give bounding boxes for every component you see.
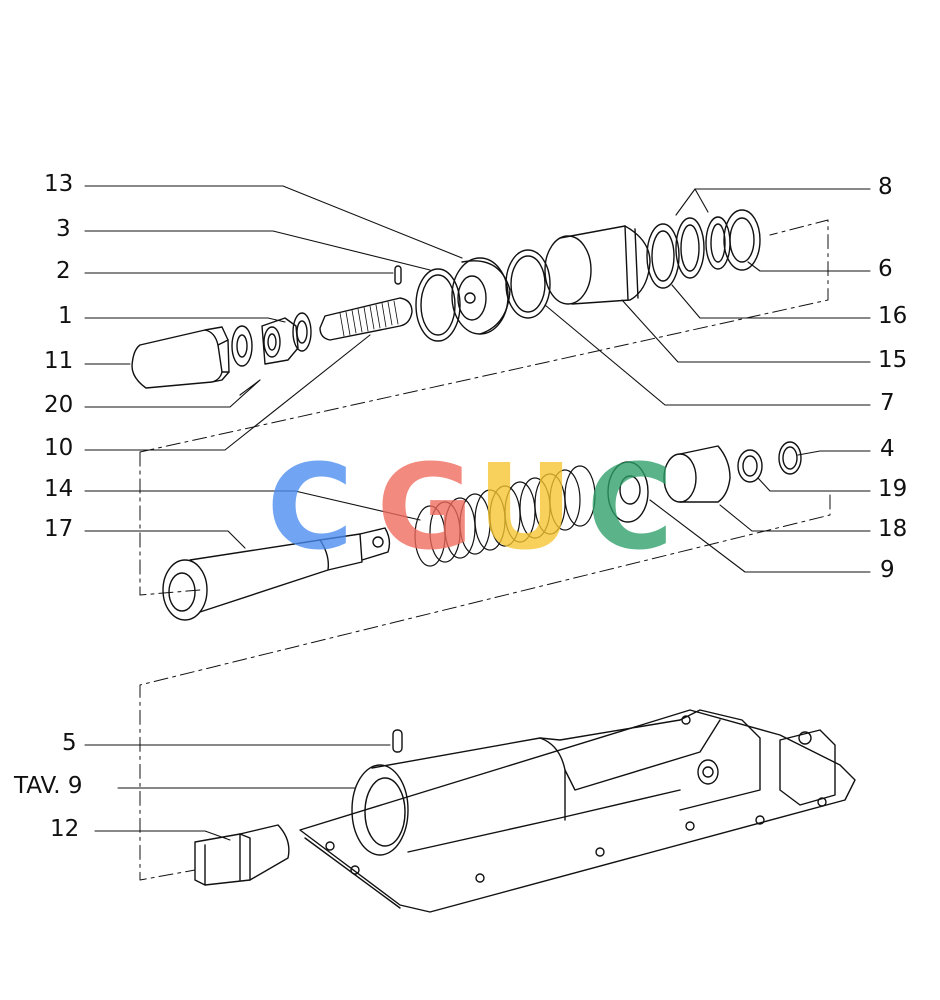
callout-8: 8	[878, 174, 893, 200]
callout-19: 19	[878, 476, 908, 502]
part-9-washer	[607, 461, 649, 523]
part-3-ring	[415, 268, 461, 342]
callout-tav9: TAV. 9	[14, 773, 83, 799]
callout-5: 5	[62, 730, 77, 756]
watermark-letter-g: G	[377, 438, 474, 576]
part-11-cap	[131, 326, 230, 389]
callout-11: 11	[44, 348, 74, 374]
callout-9: 9	[880, 557, 895, 583]
axis-lines	[139, 219, 831, 881]
callout-6: 6	[878, 256, 893, 282]
leader-lines-right	[544, 188, 871, 573]
part-1-nut	[261, 317, 299, 365]
callout-15: 15	[878, 347, 908, 373]
callout-12: 12	[50, 816, 80, 842]
part-14-spring	[414, 465, 596, 567]
callout-4: 4	[880, 436, 895, 462]
callout-14: 14	[44, 476, 74, 502]
part-17-rod	[162, 527, 391, 621]
part-16-seal	[646, 223, 680, 289]
callout-16: 16	[878, 303, 908, 329]
watermark-letter-u: U	[477, 438, 573, 576]
housing-tav9	[299, 709, 856, 913]
callout-7: 7	[880, 390, 895, 416]
part-4-clip	[778, 441, 802, 475]
watermark-letter-c1: C	[267, 438, 354, 576]
leader-lines-left	[84, 185, 463, 841]
callout-2: 2	[56, 258, 71, 284]
part-5-pin	[392, 729, 403, 753]
part-10-stud	[319, 297, 413, 341]
watermark: C G U C	[267, 438, 674, 576]
callout-10: 10	[44, 435, 74, 461]
callout-3: 3	[56, 216, 71, 242]
part-2-pin	[394, 265, 402, 285]
part-8-rings	[675, 216, 731, 279]
callout-1: 1	[58, 303, 73, 329]
callout-17: 17	[44, 516, 74, 542]
part-20-washers	[231, 312, 312, 367]
callout-20: 20	[44, 392, 74, 418]
part-13-cup	[451, 257, 511, 335]
callout-13: 13	[44, 171, 74, 197]
part-15-piston	[544, 225, 651, 305]
part-7-ring	[505, 249, 551, 319]
part-19-ring	[737, 449, 763, 483]
callout-18: 18	[878, 516, 908, 542]
watermark-letter-c2: C	[587, 438, 674, 576]
part-18-bushing	[663, 445, 731, 503]
part-12-block	[194, 824, 290, 886]
part-6-ring	[723, 209, 761, 271]
